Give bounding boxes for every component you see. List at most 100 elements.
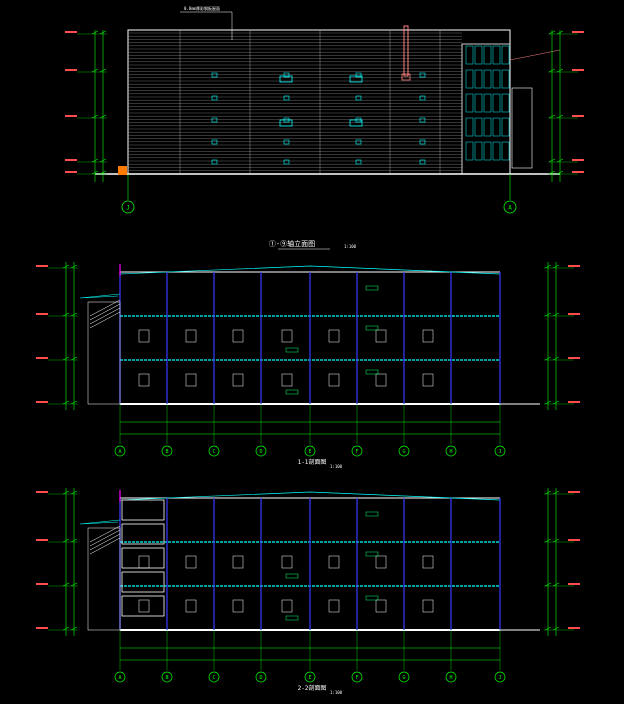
axis-label: A (118, 449, 121, 455)
level-mark (36, 491, 48, 493)
axis-label: D (259, 449, 262, 455)
dimension-tick (70, 356, 78, 361)
axis-label: F (355, 675, 358, 681)
curtain-wall-panel (492, 141, 501, 161)
circle-axis-marker-icon (114, 671, 126, 683)
elevation-top-note: 0.8mm厚彩钢板屋面 (184, 5, 220, 11)
stair-landing-box (121, 523, 165, 545)
door-opening (232, 373, 244, 387)
axis-label: A (118, 675, 121, 681)
entrance-canopy (79, 519, 121, 525)
dimension-tick (552, 490, 560, 495)
elevation-window (211, 139, 218, 145)
dimension-tick (99, 114, 107, 119)
door-opening (185, 373, 197, 387)
level-mark (36, 357, 48, 359)
dimension-tick (62, 538, 70, 543)
dimension-tick (552, 356, 560, 361)
facade-windows (211, 72, 426, 165)
stair-enclosure (87, 301, 121, 405)
curtain-wall-panel (492, 45, 501, 65)
stair-flight (89, 525, 121, 543)
level-mark (568, 539, 580, 541)
level-mark (36, 583, 48, 585)
dimension-tick (91, 68, 99, 73)
dimension-tick (62, 582, 70, 587)
door-opening (422, 373, 434, 387)
canopy-line (509, 49, 561, 61)
dimension-tick (544, 312, 552, 317)
dimension-tick (62, 264, 70, 269)
circle-axis-marker-icon (398, 671, 410, 683)
dimension-tick (544, 356, 552, 361)
curtain-wall-panel (474, 69, 483, 89)
circle-axis-marker-icon (445, 445, 457, 457)
louver-window (401, 73, 411, 81)
dimension-tick (556, 30, 564, 35)
louver-window (279, 75, 293, 83)
elevation-dimensions-right (548, 30, 584, 182)
curtain-wall-panel (483, 93, 492, 113)
section-2-scale: 1:100 (330, 690, 343, 695)
stair-flight (89, 533, 121, 551)
dimension-tick (62, 626, 70, 631)
stair-landing-box (121, 499, 165, 521)
dimension-tick (544, 264, 552, 269)
level-mark (572, 171, 584, 173)
curtain-wall-panel (465, 93, 474, 113)
circle-axis-marker-icon (208, 671, 220, 683)
circle-axis-marker-icon (304, 671, 316, 683)
dimension-tick (544, 538, 552, 543)
dimension-tick (91, 170, 99, 175)
door-opening (138, 599, 150, 613)
circle-axis-marker-icon (398, 445, 410, 457)
door-opening (422, 599, 434, 613)
level-mark (65, 159, 77, 161)
level-mark (36, 627, 48, 629)
room-label-tag (365, 551, 379, 557)
dimension-tick (552, 626, 560, 631)
dimension-tick (99, 158, 107, 163)
stair-flight (89, 299, 121, 317)
curtain-wall-panel (474, 117, 483, 137)
dimension-tick (544, 400, 552, 405)
elevation-dimensions-left (65, 30, 107, 182)
level-mark (568, 265, 580, 267)
elevation-window (419, 117, 426, 123)
door-opening (232, 555, 244, 569)
door-opening (185, 329, 197, 343)
door-opening (328, 329, 340, 343)
circle-axis-marker-icon (255, 671, 267, 683)
door-opening (138, 373, 150, 387)
stair-landing-box (121, 595, 165, 617)
door-opening (185, 599, 197, 613)
level-mark (568, 313, 580, 315)
door-opening (232, 599, 244, 613)
roof-slope (119, 265, 501, 275)
door-opening (281, 329, 293, 343)
stair-enclosure (87, 527, 121, 631)
axis-label-right: A (508, 205, 512, 212)
curtain-wall-panel (492, 93, 501, 113)
dimension-tick (556, 158, 564, 163)
door-opening (138, 555, 150, 569)
curtain-wall-panel (465, 141, 474, 161)
louver-window (349, 75, 363, 83)
roof-slope (119, 491, 501, 501)
dimension-tick (62, 356, 70, 361)
curtain-wall-panel (501, 69, 510, 89)
circle-axis-marker-icon (494, 445, 506, 457)
circle-axis-marker-icon (161, 445, 173, 457)
dimension-tick (548, 158, 556, 163)
dimension-tick (99, 68, 107, 73)
circle-axis-marker-icon (114, 445, 126, 457)
dimension-tick (552, 264, 560, 269)
door-opening (281, 373, 293, 387)
elevation-window (211, 72, 218, 78)
curtain-wall-panel (501, 141, 510, 161)
elevation-window (283, 159, 290, 165)
elevation-window (419, 159, 426, 165)
room-label-tag (365, 285, 379, 291)
dimension-tick (552, 538, 560, 543)
